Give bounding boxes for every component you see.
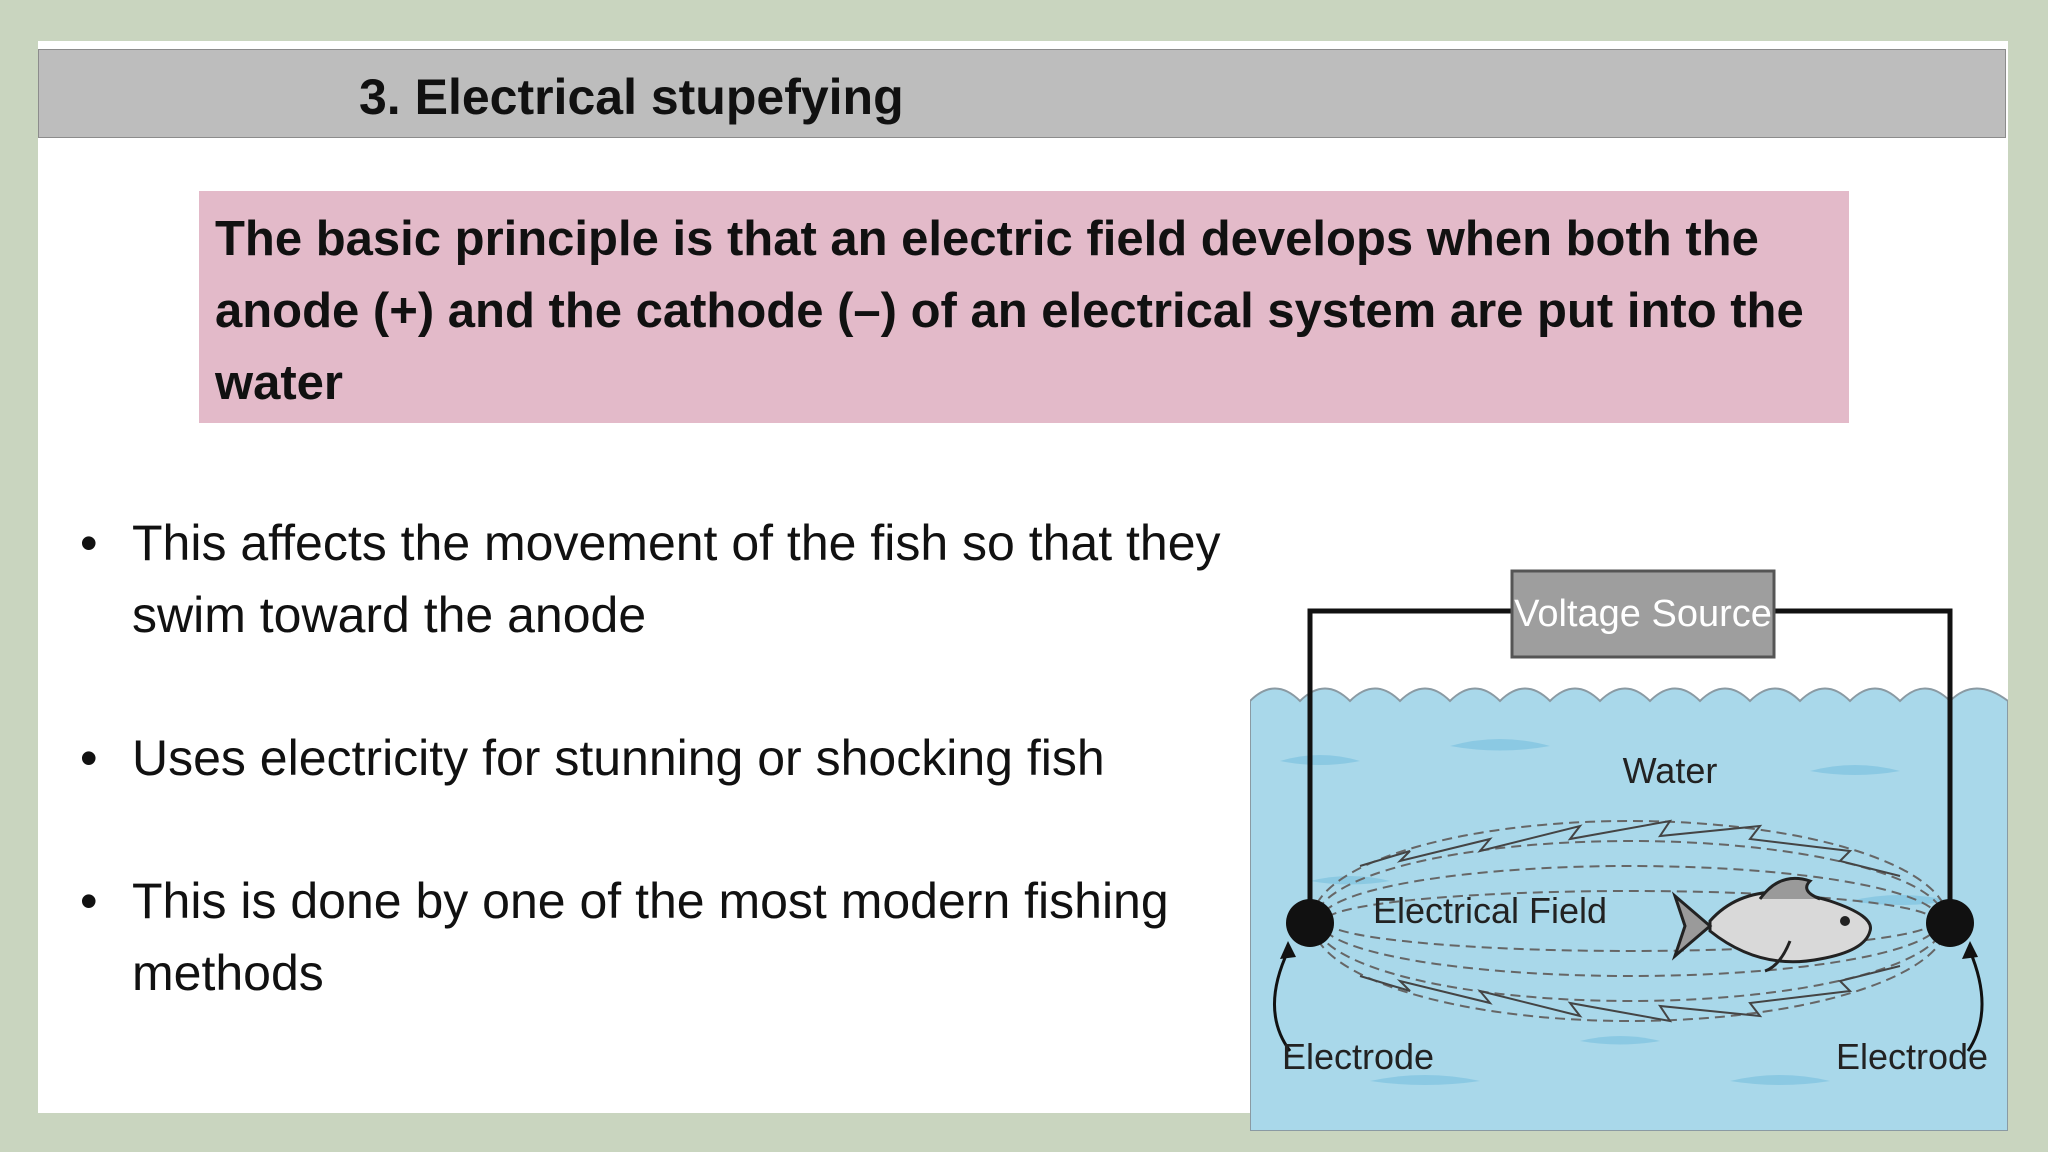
fish-icon — [1671, 876, 1872, 973]
electrode-right-label: Electrode — [1836, 1036, 1988, 1077]
electrode-icon — [1926, 899, 1974, 947]
bullet-item: • This affects the movement of the fish … — [66, 507, 1266, 651]
slide-title: 3. Electrical stupefying — [359, 69, 904, 125]
electrode-arrow-right — [1966, 950, 1984, 1052]
bullet-icon: • — [80, 873, 98, 929]
bullet-item: • Uses electricity for stunning or shock… — [66, 722, 1266, 794]
water-label: Water — [1623, 750, 1718, 791]
wire-left — [1307, 608, 1512, 921]
voltage-source-label: Voltage Source — [1514, 593, 1772, 635]
principle-box: The basic principle is that an electric … — [199, 191, 1849, 423]
bullet-text: Uses electricity for stunning or shockin… — [132, 730, 1105, 786]
field-label: Electrical Field — [1373, 890, 1607, 931]
voltage-source-box — [1510, 569, 1776, 659]
slide: 3. Electrical stupefying The basic princ… — [38, 41, 2008, 1131]
bullet-text: This is done by one of the most modern f… — [132, 873, 1169, 1001]
arrow-head-icon — [1280, 941, 1296, 959]
bullet-item: • This is done by one of the most modern… — [66, 865, 1266, 1009]
bullet-text: This affects the movement of the fish so… — [132, 515, 1221, 643]
zigzag-lines — [1359, 819, 1901, 1023]
electrode-icon — [1286, 899, 1334, 947]
water-ripples — [1280, 739, 1950, 1085]
bullet-icon: • — [80, 515, 98, 571]
wire-right — [1774, 608, 1953, 921]
electrode-arrow-left — [1273, 950, 1292, 1052]
title-bar: 3. Electrical stupefying — [38, 49, 2006, 138]
bullet-icon: • — [80, 730, 98, 786]
electrode-left-label: Electrode — [1282, 1036, 1434, 1077]
water-area — [1250, 687, 2008, 1131]
bullet-list: • This affects the movement of the fish … — [66, 507, 1266, 1080]
electrofishing-diagram: Voltage Source Water Electrical Field — [1250, 569, 2008, 1131]
principle-text: The basic principle is that an electric … — [215, 212, 1804, 410]
arrow-head-icon — [1962, 941, 1978, 959]
